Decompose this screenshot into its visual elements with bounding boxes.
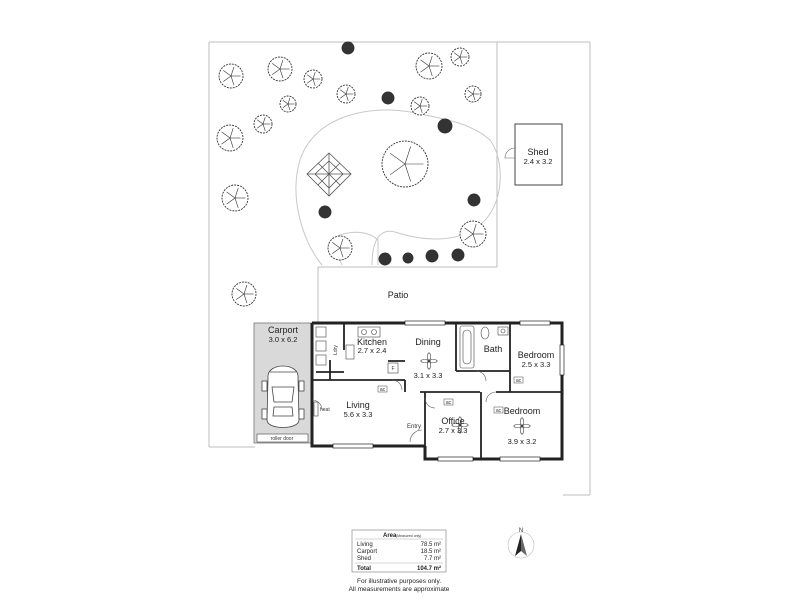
tree-icon [253,114,273,134]
gazebo [306,152,352,197]
north-arrow: N [507,528,535,559]
room-labels: Kitchen 2.7 x 2.4 Dining 3.1 x 3.3 Bath … [344,337,555,446]
kitchen-fixtures [345,326,399,374]
tree-icon [410,96,430,116]
area-row-value: 18.5 m² [421,549,441,555]
tree-icon [318,205,332,219]
tree-icon [327,235,353,261]
tree-icon [303,69,323,89]
kitchen-label: Kitchen [357,337,387,347]
garden-trees [216,41,487,307]
area-table: Area (Measured only) Living 78.5 m² Carpor… [351,529,447,573]
shed-label: Shed [527,147,548,157]
bedroom2-size: 3.9 x 3.2 [508,437,537,446]
shed-size: 2.4 x 3.2 [524,157,553,166]
tree-icon [464,85,482,103]
tree-icon [341,41,355,55]
tree-icon [216,124,244,152]
ceiling-fans [420,352,531,435]
area-row-value: 78.5 m² [421,542,441,548]
carport: Carport 3.0 x 6.2 roller door [253,322,313,444]
tree-icon [231,281,257,307]
tree-icon [279,95,297,113]
north-label: N [519,528,523,534]
living-label: Living [346,400,370,410]
carport-size: 3.0 x 6.2 [269,335,298,344]
ceiling-fan-icon [451,416,469,434]
heater [313,401,319,417]
area-row-label: Carport [357,549,377,555]
tree-icon [381,140,429,188]
ceiling-fan-icon [420,352,438,370]
laundry-label: Ldry [333,345,339,355]
ac-label-bedroom2: ac [496,408,502,414]
disclaimer-line1: For illustrative purposes only. [357,578,441,585]
car-icon [261,365,305,428]
area-row-label: Shed [357,556,371,562]
area-row-value: 7.7 m² [424,556,441,562]
tree-icon [451,248,465,262]
shed: Shed 2.4 x 3.2 [504,123,563,186]
dining-size: 3.1 x 3.3 [414,371,443,380]
fridge-label: F [391,366,394,372]
tree-icon [459,220,487,248]
heater-label: heat [320,407,330,413]
patio-label: Patio [388,290,409,300]
entry-label: Entry [407,424,421,430]
tree-icon [221,184,249,212]
ac-units: ac ac ac ac [377,376,524,414]
bath-label: Bath [484,344,503,354]
tree-icon [267,56,293,82]
tree-icon [336,84,356,104]
living-size: 5.6 x 3.3 [344,410,373,419]
tree-icon [437,118,453,134]
windows [332,320,565,462]
dining-label: Dining [415,337,441,347]
area-row-value: 104.7 m² [417,565,441,572]
office-size: 2.7 x 3.3 [439,426,468,435]
door-swings [311,370,497,443]
area-rows: Living 78.5 m² Carport 18.5 m² Shed 7.7 m² Tot… [357,542,441,572]
property-boundary [208,41,591,496]
bedroom2-label: Bedroom [504,406,541,416]
garden-path [295,109,501,266]
area-row-label: Living [357,542,373,548]
laundry-fixtures [315,326,327,366]
tree-icon [415,52,443,80]
ac-label-office: ac [446,400,452,406]
area-title: Area [383,533,397,539]
bedroom1-size: 2.5 x 3.3 [522,360,551,369]
tree-icon [467,193,481,207]
tree-icon [425,249,439,263]
bath-fixtures [459,325,509,369]
area-subtitle: (Measured only) [396,534,421,538]
disclaimer-line2: All measurements are approximate [349,586,450,593]
tree-icon [402,252,414,264]
bedroom1-label: Bedroom [518,350,555,360]
tree-icon [378,252,392,266]
ceiling-fan-icon [513,417,531,435]
carport-label: Carport [268,325,299,335]
ac-label-living: ac [380,387,386,393]
ac-label-bedroom1: ac [516,378,522,384]
tree-icon [450,47,470,67]
interior-walls [312,323,562,459]
kitchen-size: 2.7 x 2.4 [358,346,387,355]
tree-icon [218,63,244,89]
roller-door-label: roller door [271,436,294,442]
area-row-label: Total [357,566,371,572]
tree-icon [381,91,395,105]
office-label: Office [441,416,464,426]
